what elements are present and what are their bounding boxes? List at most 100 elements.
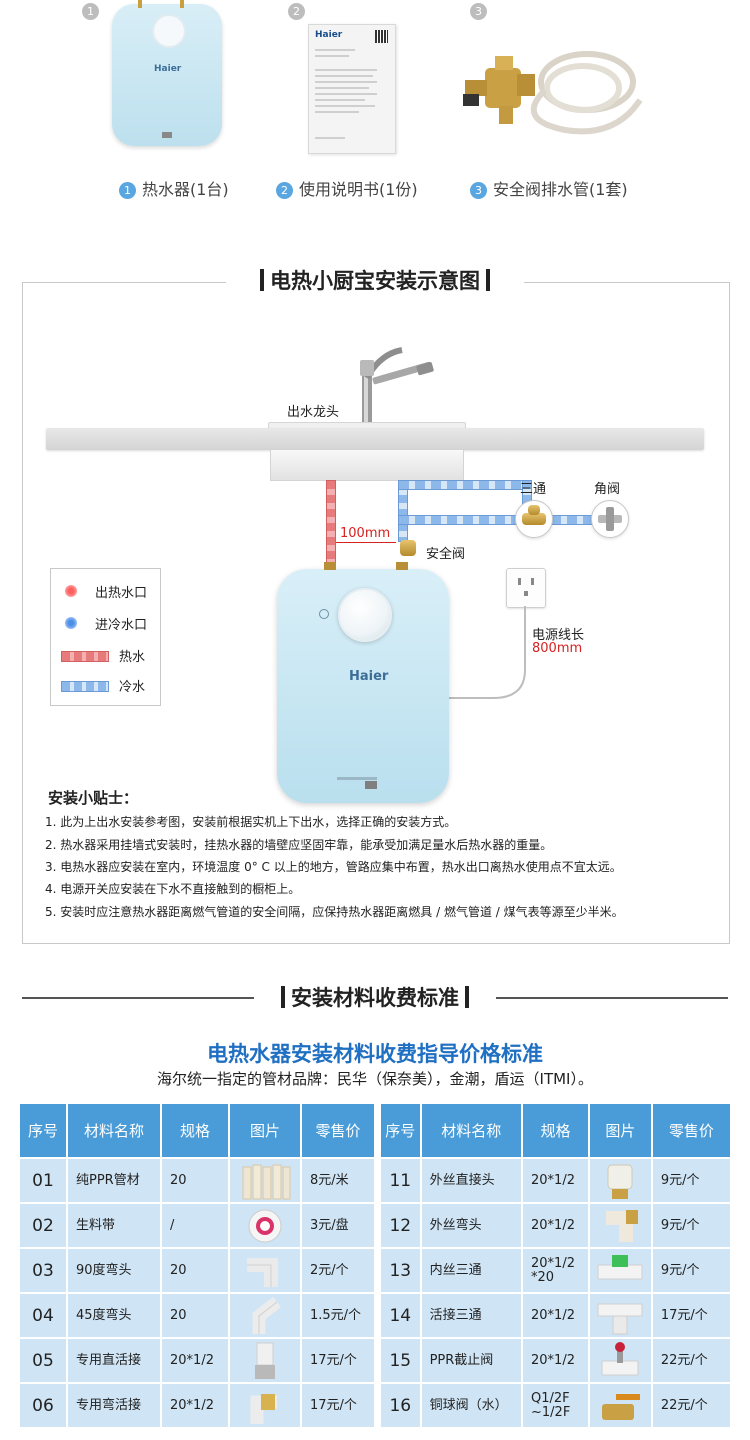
model-label (337, 777, 377, 780)
tip-item: 2. 热水器采用挂墙式安装时，挂热水器的墙壁应坚固牢靠，能承受加满足量水后热水器… (45, 838, 553, 852)
fee-section-title-text: 安装材料收费标准 (291, 986, 459, 1010)
cell-image (230, 1339, 300, 1382)
tip-item: 3. 电热水器应安装在室内，环境温度 0° C 以上的地方，管路应集中布置，热水… (45, 860, 622, 874)
diagram-legend: 出热水口 进冷水口 热水 冷水 (50, 568, 161, 706)
header-spec: 规格 (162, 1104, 228, 1157)
header-image: 图片 (589, 1104, 651, 1157)
item-number-badge: 2 (288, 3, 305, 20)
tee-label: 三通 (520, 482, 547, 497)
cold-water-pipe-feed (398, 515, 522, 525)
pipe-bundle-icon (237, 1161, 293, 1201)
cold-water-pipe-top (398, 480, 532, 490)
cell-spec: Q1/2F ~1/2F (523, 1384, 588, 1427)
cell-no: 05 (20, 1339, 66, 1382)
cell-no: 12 (381, 1204, 420, 1247)
cold-water-pipe-angle (550, 515, 596, 525)
elbow-45-icon (237, 1296, 293, 1336)
brand-logo: Haier (154, 64, 182, 74)
cell-spec: 20*1/2 (162, 1384, 228, 1427)
hot-water-pipe (326, 480, 336, 568)
cell-price: 17元/个 (302, 1384, 374, 1427)
cell-material-name: 铜球阀（水） (421, 1384, 522, 1427)
legend-hot-water: 热水 (61, 645, 157, 665)
item-number-badge: 3 (470, 182, 487, 199)
cell-spec: 20*1/2 (523, 1159, 588, 1202)
elbow-90-icon (237, 1251, 293, 1291)
header-price: 零售价 (302, 1104, 374, 1157)
legend-cold-inlet: 进冷水口 (61, 613, 157, 633)
tip-item: 1. 此为上出水安装参考图，安装前根据实机上下出水，选择正确的安装方式。 (45, 815, 457, 829)
header-name: 材料名称 (68, 1104, 160, 1157)
header-name: 材料名称 (421, 1104, 522, 1157)
table-header-row: 序号 材料名称 规格 图片 零售价 (20, 1104, 374, 1157)
cell-no: 14 (381, 1294, 420, 1337)
cell-material-name: 90度弯头 (68, 1249, 160, 1292)
cell-no: 13 (381, 1249, 420, 1292)
faucet-label: 出水龙头 (287, 405, 340, 420)
install-section-title: 电热小厨宝安装示意图 (226, 266, 524, 296)
header-spec: 规格 (523, 1104, 588, 1157)
cell-image (230, 1294, 300, 1337)
cell-material-name: 外丝弯头 (421, 1204, 522, 1247)
cell-no: 11 (381, 1159, 420, 1202)
legend-label: 冷水 (119, 680, 146, 695)
cell-spec: 20 (162, 1159, 228, 1202)
tape-roll-icon (237, 1206, 293, 1246)
fee-title: 电热水器安装材料收费指导价格标准 (207, 1042, 543, 1066)
countertop (46, 428, 704, 450)
elbow-union-icon (237, 1386, 293, 1426)
cell-price: 3元/盘 (302, 1204, 374, 1247)
tip-item: 4. 电源开关应安装在下水不直接触到的橱柜上。 (45, 882, 301, 896)
cell-material-name: PPR截止阀 (421, 1339, 522, 1382)
cell-material-name: 45度弯头 (68, 1294, 160, 1337)
cold-inlet-fitting (396, 562, 408, 570)
union-tee-icon (592, 1296, 648, 1336)
cell-spec: 20 (162, 1294, 228, 1337)
mode-icon (319, 609, 329, 619)
table-header-row: 序号 材料名称 规格 图片 零售价 (381, 1104, 730, 1157)
cell-image (230, 1384, 300, 1427)
legend-hot-outlet: 出热水口 (61, 581, 157, 601)
item-label-heater: 1 热水器(1台) (119, 176, 229, 200)
cell-no: 06 (20, 1384, 66, 1427)
item-number-badge: 1 (119, 182, 136, 199)
cell-spec: 20*1/2 (523, 1204, 588, 1247)
angle-valve-icon (591, 500, 629, 538)
legend-cold-water: 冷水 (61, 675, 157, 695)
hot-pipe-icon (61, 651, 109, 662)
divider-line (22, 997, 254, 999)
item-label-text: 热水器(1台) (142, 180, 229, 199)
brass-ball-valve-icon (592, 1386, 648, 1426)
angle-valve-label: 角阀 (594, 482, 621, 497)
pipe-stub-icon (138, 0, 142, 8)
knob-icon (152, 14, 186, 48)
cell-material-name: 活接三通 (421, 1294, 522, 1337)
male-connector-icon (592, 1161, 648, 1201)
cell-price: 17元/个 (652, 1294, 730, 1337)
heater-brand-logo: Haier (349, 669, 389, 684)
cell-material-name: 纯PPR管材 (68, 1159, 160, 1202)
header-no: 序号 (381, 1104, 420, 1157)
cell-price: 9元/个 (652, 1159, 730, 1202)
female-tee-icon (592, 1251, 648, 1291)
distance-line (336, 542, 396, 543)
legend-label: 热水 (119, 650, 146, 665)
cell-image (589, 1384, 651, 1427)
header-no: 序号 (20, 1104, 66, 1157)
cell-no: 02 (20, 1204, 66, 1247)
cell-price: 9元/个 (652, 1249, 730, 1292)
item-number-badge: 1 (82, 3, 99, 20)
cell-image (589, 1249, 651, 1292)
cold-dot-icon (65, 617, 77, 629)
straight-union-icon (237, 1341, 293, 1381)
distance-value: 100mm (340, 526, 391, 541)
manual-brand-logo: Haier (315, 30, 343, 40)
cell-material-name: 专用弯活接 (68, 1384, 160, 1427)
